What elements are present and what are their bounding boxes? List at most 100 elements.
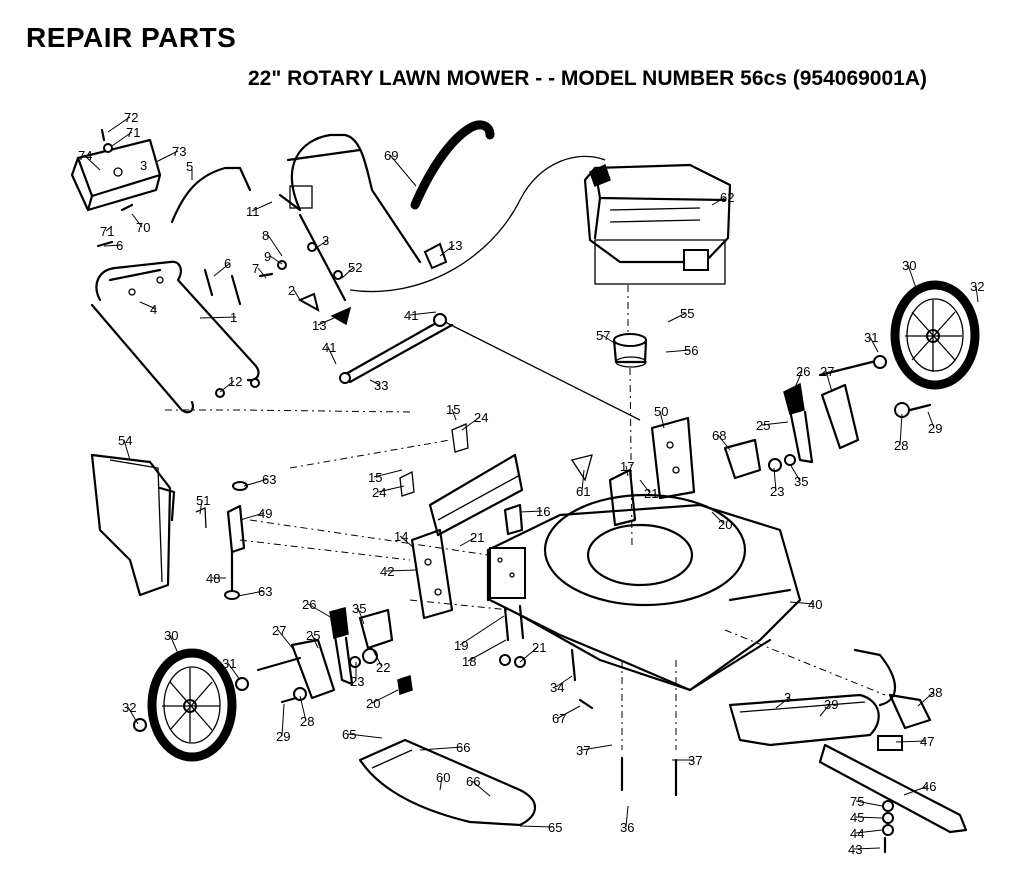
callout-61: 61 [576, 484, 590, 499]
drive-axle [339, 313, 641, 421]
callout-71: 71 [126, 125, 140, 140]
callout-66: 66 [456, 740, 470, 755]
leader-line [639, 479, 651, 494]
front-bolts [499, 604, 594, 710]
callout-68: 68 [712, 428, 726, 443]
callout-50: 50 [654, 404, 668, 419]
mower-deck [486, 454, 802, 692]
leader-line [853, 847, 881, 850]
leader-line [243, 478, 269, 487]
callout-26: 26 [796, 364, 810, 379]
callout-70: 70 [136, 220, 150, 235]
leader-line [357, 607, 365, 625]
callout-41: 41 [404, 308, 418, 323]
callout-42: 42 [380, 564, 394, 579]
callout-56: 56 [684, 343, 698, 358]
assembly-lines [165, 409, 886, 696]
leader-line [105, 225, 113, 232]
leader-line [625, 465, 629, 477]
leader-line [899, 413, 903, 446]
leader-line [471, 780, 491, 797]
callout-74: 74 [78, 148, 92, 163]
callout-40: 40 [808, 597, 822, 612]
upper-handle [278, 133, 422, 302]
callout-15: 15 [368, 470, 382, 485]
callout-51: 51 [196, 493, 210, 508]
leader-line [169, 634, 181, 659]
leader-line [103, 244, 123, 247]
callout-44: 44 [850, 826, 864, 841]
blade-adapter-38 [888, 693, 932, 730]
callout-36: 36 [620, 820, 634, 835]
callout-35: 35 [352, 601, 366, 616]
leader-line [155, 150, 179, 163]
console-panel [70, 138, 162, 212]
leader-line [409, 311, 437, 316]
leader-line [377, 485, 405, 493]
deflector-39 [728, 648, 896, 747]
callout-25: 25 [756, 418, 770, 433]
callout-31: 31 [864, 330, 878, 345]
callout-26: 26 [302, 597, 316, 612]
leader-line [927, 411, 935, 429]
leader-line [269, 255, 283, 265]
callout-15: 15 [446, 402, 460, 417]
callout-24: 24 [474, 410, 488, 425]
callout-22: 22 [376, 660, 390, 675]
callout-71: 71 [100, 224, 114, 239]
callout-46: 46 [922, 779, 936, 794]
leader-line [775, 696, 791, 709]
callout-27: 27 [820, 364, 834, 379]
callout-65: 65 [342, 727, 356, 742]
leader-line [107, 116, 131, 133]
callout-21: 21 [532, 640, 546, 655]
leader-line [667, 312, 687, 323]
callout-75: 75 [850, 794, 864, 809]
leader-line [127, 706, 139, 725]
callout-23: 23 [350, 674, 364, 689]
callout-23: 23 [770, 484, 784, 499]
leader-line [131, 213, 143, 228]
callout-63: 63 [262, 472, 276, 487]
callout-67: 67 [552, 711, 566, 726]
leader-line [277, 629, 295, 651]
callout-32: 32 [122, 700, 136, 715]
callout-3: 3 [322, 233, 329, 248]
pulley-adapter [612, 333, 648, 546]
callout-24: 24 [372, 485, 386, 500]
callout-73: 73 [172, 144, 186, 159]
leader-line [789, 463, 801, 482]
leader-line [907, 264, 917, 289]
callout-29: 29 [276, 729, 290, 744]
leader-line [327, 346, 337, 365]
leader-line [237, 590, 265, 597]
leader-line [869, 336, 879, 353]
callout-11: 11 [246, 204, 260, 219]
right-rear-wheel [890, 280, 980, 390]
callout-16: 16 [536, 504, 550, 519]
callout-7: 7 [252, 261, 259, 276]
leader-line [519, 825, 555, 828]
callout-29: 29 [928, 421, 942, 436]
callout-57: 57 [596, 328, 610, 343]
callout-37: 37 [576, 743, 590, 758]
leader-line [439, 776, 443, 791]
leader-line [369, 379, 381, 386]
callout-30: 30 [902, 258, 916, 273]
leader-line [519, 646, 539, 663]
callout-55: 55 [680, 306, 694, 321]
callout-12: 12 [228, 374, 242, 389]
callout-leaders [83, 116, 979, 850]
leader-line [659, 410, 665, 429]
blade-46 [818, 735, 968, 854]
leader-line [451, 408, 457, 421]
leader-line [581, 744, 613, 751]
callout-60: 60 [436, 770, 450, 785]
rear-shield-bar [399, 423, 524, 537]
callout-32: 32 [970, 279, 984, 294]
callout-14: 14 [394, 529, 408, 544]
leader-line [581, 469, 585, 492]
leader-line [761, 421, 789, 426]
callout-52: 52 [348, 260, 362, 275]
callout-65: 65 [548, 820, 562, 835]
